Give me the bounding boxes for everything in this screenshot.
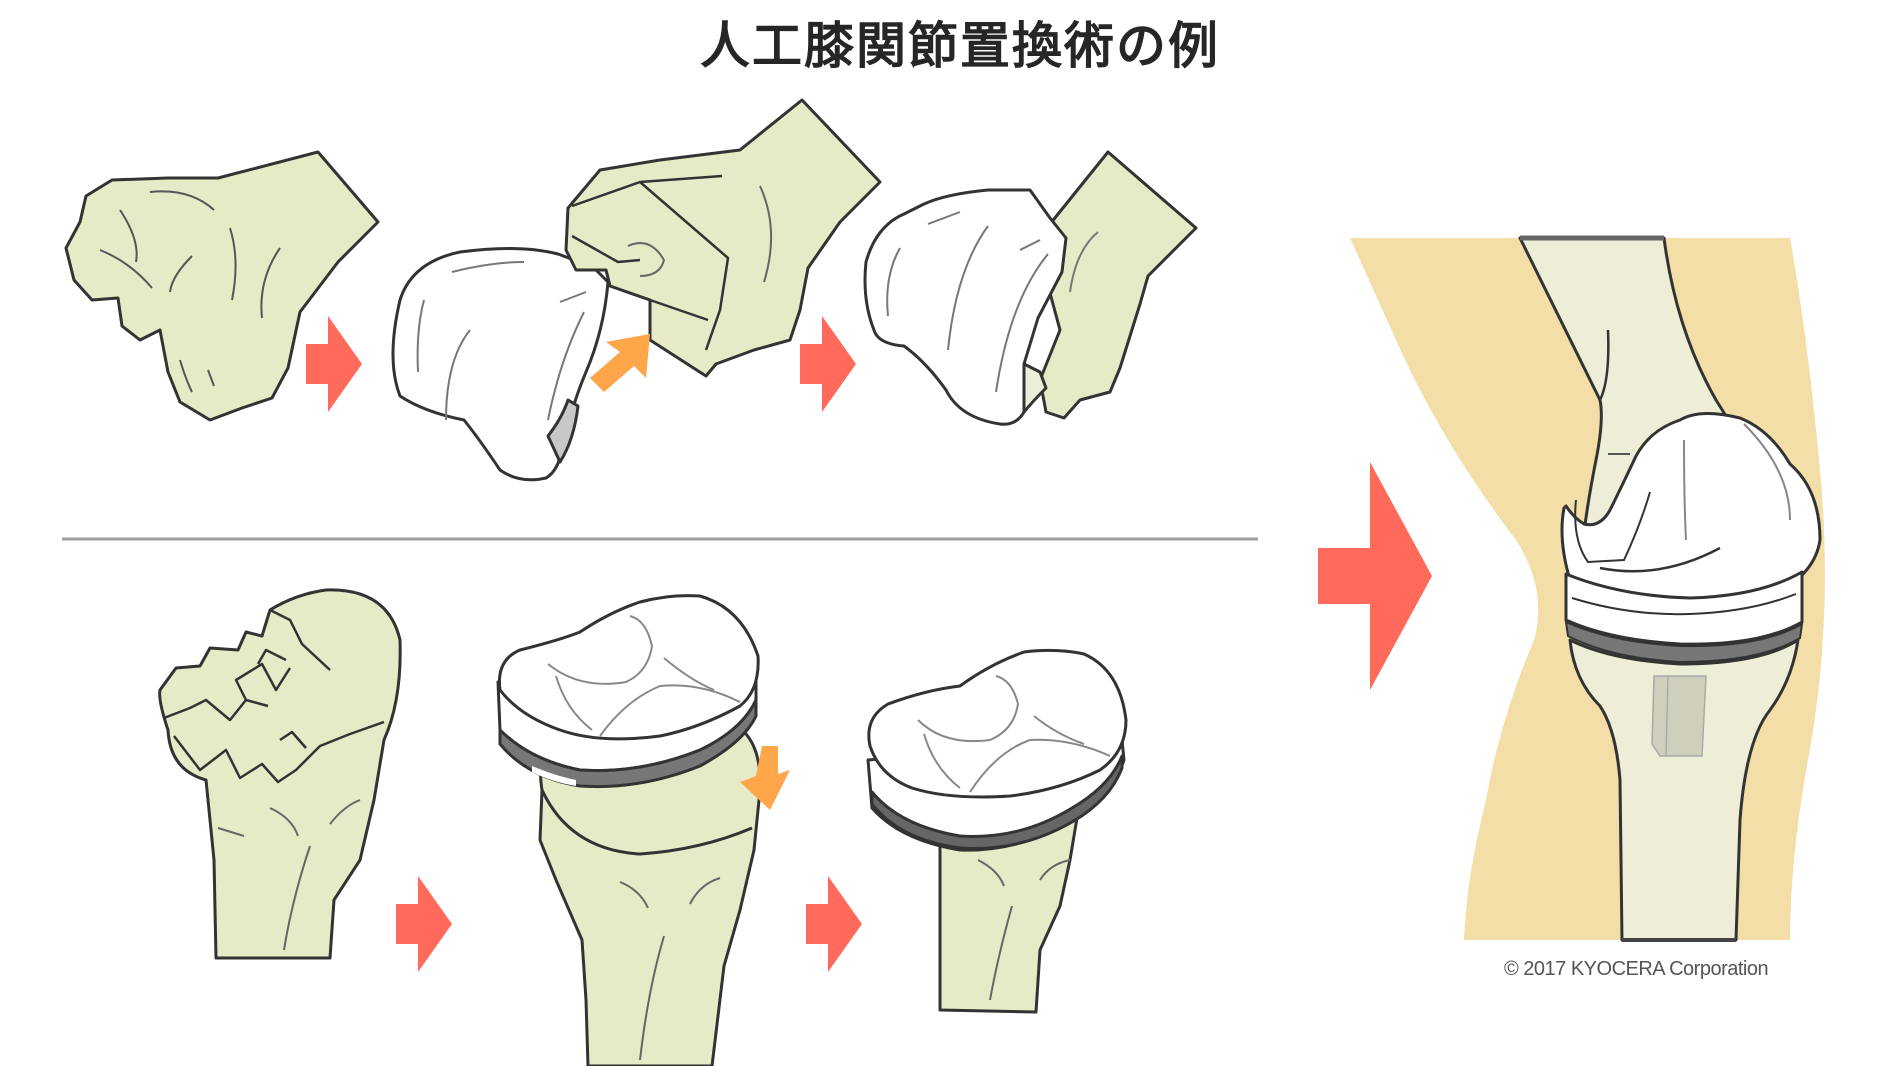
tibia-with-implant-illustration bbox=[866, 648, 1128, 1014]
insert-arrow-icon bbox=[590, 334, 650, 392]
copyright-notice: © 2017 KYOCERA Corporation bbox=[1504, 958, 1769, 980]
cut-femur-illustration bbox=[564, 98, 882, 378]
page-title: 人工膝関節置換術の例 bbox=[700, 17, 1220, 75]
insert-arrow-icon bbox=[740, 746, 790, 810]
result-arrow-icon bbox=[1318, 462, 1432, 690]
femur-with-implant-illustration bbox=[863, 150, 1198, 426]
step-arrow-icon bbox=[806, 876, 862, 972]
replaced-knee-illustration bbox=[1350, 235, 1825, 942]
step-arrow-icon bbox=[396, 876, 452, 972]
step-arrow-icon bbox=[800, 316, 856, 412]
step-arrow-icon bbox=[306, 316, 362, 412]
femoral-component-illustration bbox=[391, 246, 610, 482]
damaged-tibia-illustration bbox=[158, 588, 402, 960]
tibial-component-illustration bbox=[496, 594, 760, 789]
damaged-femur-illustration bbox=[64, 150, 380, 422]
